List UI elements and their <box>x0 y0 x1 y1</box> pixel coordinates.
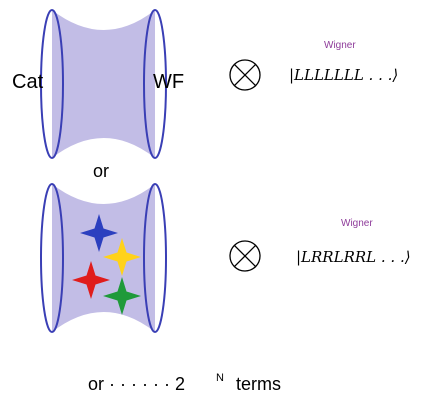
top-wigner-label: Wigner <box>324 40 356 51</box>
separator-or: or <box>93 161 109 181</box>
footer-superscript: N <box>216 372 224 384</box>
top-wormhole: Cat WF <box>12 9 184 159</box>
footer-suffix: terms <box>236 374 281 394</box>
blue-star <box>80 214 118 252</box>
red-star <box>72 261 110 299</box>
bottom-right-mouth <box>143 183 167 333</box>
footer-prefix: or · · · · · · 2 <box>88 374 185 394</box>
top-left-mouth <box>40 9 64 159</box>
top-wormhole-throat <box>52 10 155 158</box>
bottom-left-mouth <box>40 183 64 333</box>
bottom-wormhole-throat <box>52 184 155 332</box>
yellow-star <box>103 238 141 276</box>
green-star <box>103 277 141 315</box>
top-tensor-product-icon <box>229 59 261 91</box>
cat-label: Cat <box>12 71 44 93</box>
top-state-ket: |LLLLLLL . . .⟩ <box>289 66 398 84</box>
bottom-wigner-label: Wigner <box>341 218 373 229</box>
top-right-mouth <box>143 9 167 159</box>
bottom-wormhole <box>40 183 167 333</box>
bottom-tensor-product-icon <box>229 240 261 272</box>
bottom-state-ket: |LRRLRRL . . .⟩ <box>296 248 411 266</box>
wf-label: WF <box>153 71 184 93</box>
